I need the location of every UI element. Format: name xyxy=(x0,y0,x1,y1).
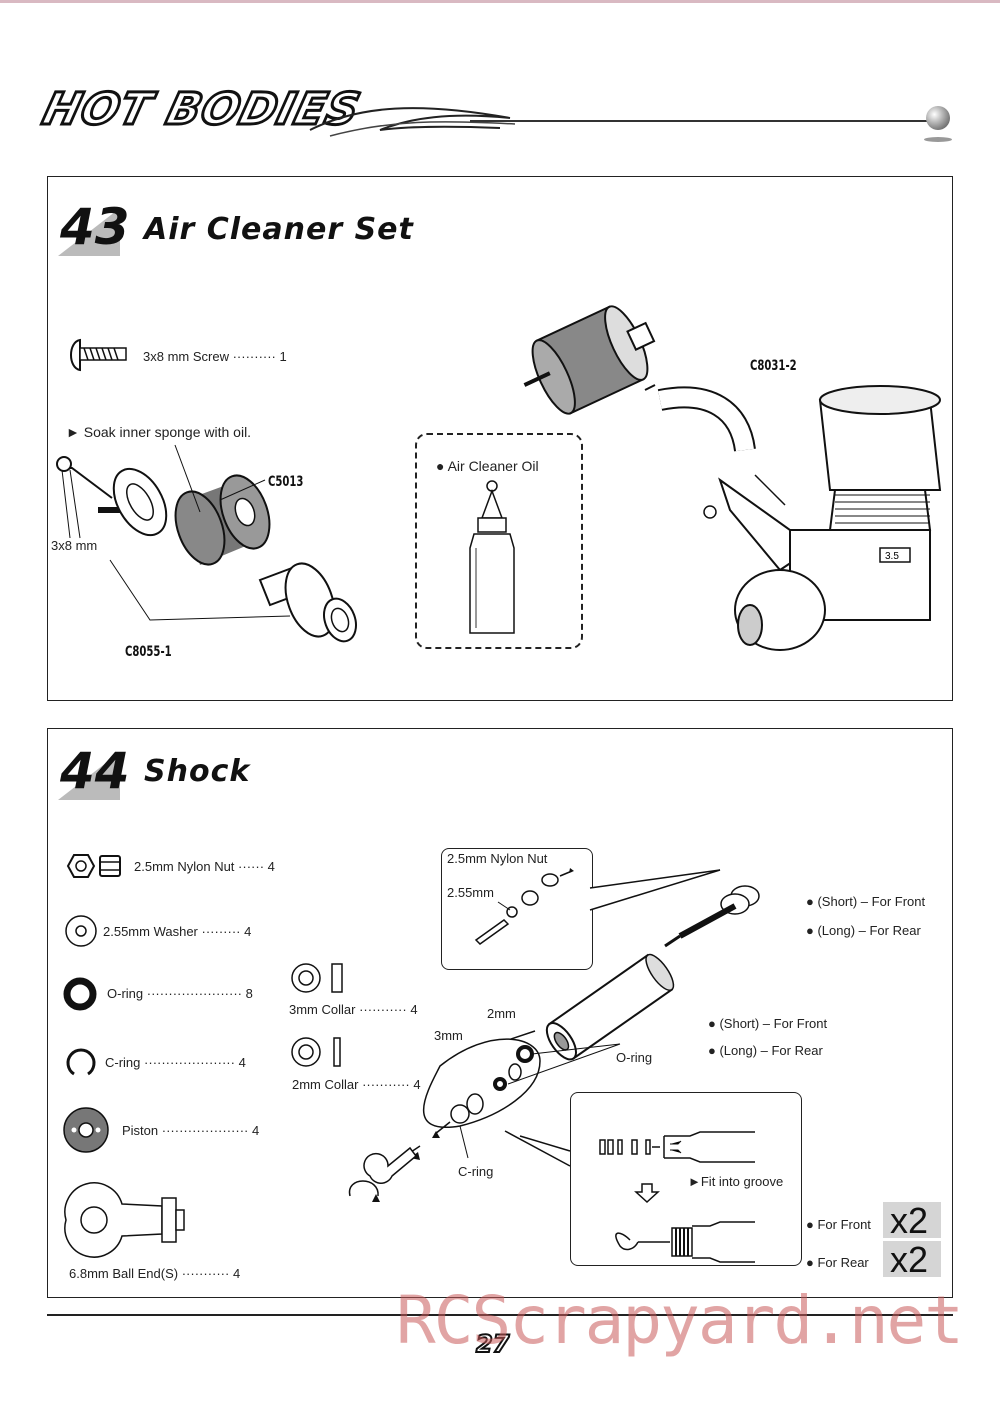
part-row-washer: 2.55mm Washer ········· 4 xyxy=(103,924,251,939)
for-front-label: ● For Front xyxy=(806,1217,871,1232)
nylon-nut-icon xyxy=(66,854,121,878)
top-border-line xyxy=(0,0,1000,3)
collar-row-2mm: 2mm Collar ··········· 4 xyxy=(292,1077,421,1092)
part-row-o-ring: O-ring ······················ 8 xyxy=(107,986,253,1001)
part-name: 2.55mm Washer xyxy=(103,924,198,939)
ball-shadow xyxy=(924,137,952,142)
groove-inset-box xyxy=(570,1092,802,1266)
leader-dots: ········· xyxy=(201,924,241,939)
x2-front-label: x2 xyxy=(890,1200,929,1241)
leader-dots: ··········· xyxy=(181,1266,230,1281)
groove-inset-diagram xyxy=(599,1131,755,1263)
inset-washer-label: 2.55mm xyxy=(447,885,494,900)
screw-icon xyxy=(70,338,127,372)
leader-dots: ······················ xyxy=(146,986,242,1001)
step-43-title: Air Cleaner Set xyxy=(144,212,414,247)
part-qty: 8 xyxy=(245,986,253,1001)
step-44-title: Shock xyxy=(144,754,251,789)
2mm-collar-icon xyxy=(291,1037,341,1067)
part-qty: 4 xyxy=(413,1077,421,1092)
part-name: O-ring xyxy=(107,986,144,1001)
leader-dots: ··········· xyxy=(359,1002,407,1017)
part-row-nylon-nut: 2.5mm Nylon Nut ······ 4 xyxy=(134,859,275,874)
part-name: C-ring xyxy=(105,1055,141,1070)
callout-2mm: 2mm xyxy=(487,1006,516,1021)
chrome-ball-icon xyxy=(926,106,950,130)
piston-icon xyxy=(63,1107,109,1153)
x2-rear-box xyxy=(883,1241,941,1277)
step-44-number: 44 xyxy=(60,742,130,800)
air-cleaner-oil-label: ● Air Cleaner Oil xyxy=(436,458,539,474)
for-rear-label: ● For Rear xyxy=(806,1255,869,1270)
engine-air-filter-diagram: 3.5 xyxy=(523,305,942,651)
inset-nut-washer-diagram xyxy=(474,868,574,945)
oil-bottle-icon xyxy=(469,480,515,634)
watermark: RCScrapyard.net xyxy=(396,1282,964,1359)
part-name: 2.5mm Nylon Nut xyxy=(134,859,235,874)
part-name: Piston xyxy=(122,1123,159,1138)
part-qty: 1 xyxy=(279,349,287,364)
air-cleaner-oil-box xyxy=(415,433,583,649)
x2-rear-label: x2 xyxy=(890,1239,929,1280)
o-ring-icon xyxy=(63,977,97,1011)
part-qty: 4 xyxy=(251,1123,260,1138)
x2-front-box xyxy=(883,1202,941,1238)
body-short-note: ● (Short) – For Front xyxy=(708,1016,828,1031)
air-filter-exploded-diagram xyxy=(56,444,357,643)
engine-size-label: 3.5 xyxy=(885,551,899,562)
screw-part-label: 3x8 mm Screw ·········· 1 xyxy=(143,349,287,364)
washer-icon xyxy=(65,915,97,947)
part-qty: 4 xyxy=(232,1266,241,1281)
page-number: 27 xyxy=(475,1329,510,1359)
leader-dots: ·········· xyxy=(232,349,276,364)
part-row-ball-end: 6.8mm Ball End(S) ··········· 4 xyxy=(69,1266,240,1281)
step-43-number: 43 xyxy=(60,198,130,256)
part-row-piston: Piston ···················· 4 xyxy=(122,1123,259,1138)
leader-dots: ···················· xyxy=(161,1123,249,1138)
step-44-number-shadow xyxy=(58,752,120,800)
part-number-c5013: C5013 xyxy=(268,474,304,490)
part-number-c8031-2: C8031-2 xyxy=(750,358,797,374)
ball-end-icon xyxy=(64,1182,185,1258)
callout-o-ring: O-ring xyxy=(616,1050,653,1065)
small-screw-label: 3x8 mm xyxy=(51,538,98,553)
part-number-c8055-1: C8055-1 xyxy=(125,644,172,660)
step-44-panel xyxy=(47,728,953,1298)
leader-dots: ······ xyxy=(238,859,265,874)
groove-note: ►Fit into groove xyxy=(688,1174,784,1189)
callout-c-ring: C-ring xyxy=(458,1164,494,1179)
inset-nylon-nut-label: 2.5mm Nylon Nut xyxy=(447,851,548,866)
part-qty: 4 xyxy=(410,1002,418,1017)
part-qty: 4 xyxy=(244,924,252,939)
leader-dots: ··········· xyxy=(362,1077,410,1092)
inset-pointer xyxy=(589,869,721,911)
part-qty: 4 xyxy=(267,859,275,874)
part-qty: 4 xyxy=(238,1055,246,1070)
header-rule xyxy=(470,120,938,122)
collar-row-3mm: 3mm Collar ··········· 4 xyxy=(289,1002,418,1017)
shaft-short-note: ● (Short) – For Front xyxy=(806,894,926,909)
shaft-long-note: ● (Long) – For Rear xyxy=(806,923,921,938)
footer-rule xyxy=(47,1314,953,1316)
leader-dots: ····················· xyxy=(144,1055,235,1070)
part-name: 2mm Collar xyxy=(292,1077,359,1092)
shock-assembly-diagram xyxy=(348,885,760,1202)
callout-3mm: 3mm xyxy=(434,1028,463,1043)
part-name: 6.8mm Ball End(S) xyxy=(69,1266,179,1281)
part-name: 3x8 mm Screw xyxy=(143,349,229,364)
body-long-note: ● (Long) – For Rear xyxy=(708,1043,823,1058)
part-name: 3mm Collar xyxy=(289,1002,356,1017)
part-row-c-ring: C-ring ····················· 4 xyxy=(105,1055,246,1070)
soak-note: ► Soak inner sponge with oil. xyxy=(66,424,252,440)
step-43-number-shadow xyxy=(58,208,120,256)
3mm-collar-icon xyxy=(291,963,343,993)
flame-swoosh-icon xyxy=(309,107,516,137)
c-ring-icon xyxy=(66,1048,96,1076)
